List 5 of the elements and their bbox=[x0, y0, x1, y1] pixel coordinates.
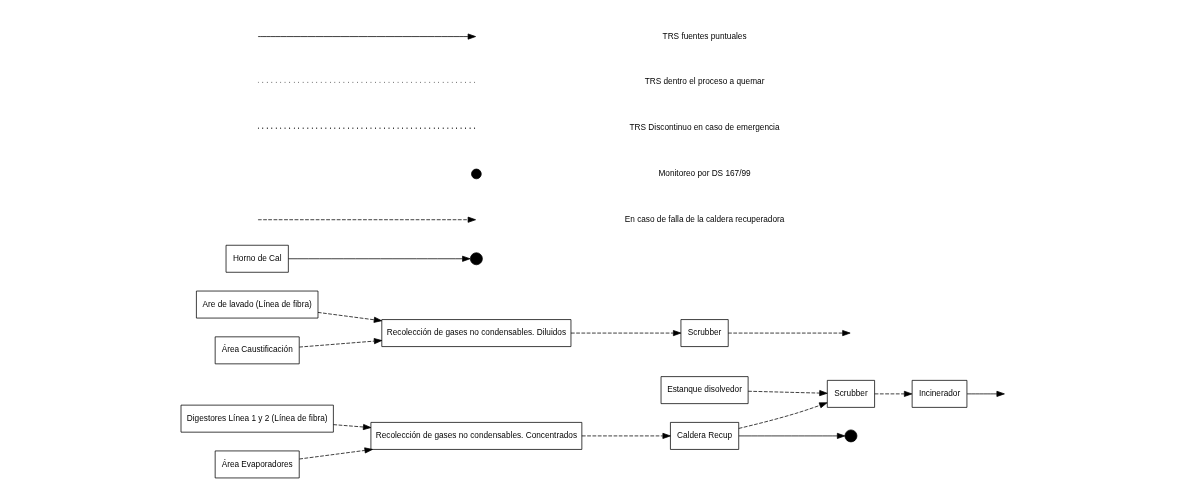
legend-label: En caso de falla de la caldera recuperadora bbox=[624, 214, 784, 224]
legend-label: TRS dentro el proceso a quemar bbox=[644, 77, 764, 87]
legend-label: TRS fuentes puntuales bbox=[662, 31, 747, 41]
legend-label: Monitoreo por DS 167/99 bbox=[657, 169, 751, 179]
legend-label: TRS Discontinuo en caso de emergencia bbox=[629, 123, 780, 133]
